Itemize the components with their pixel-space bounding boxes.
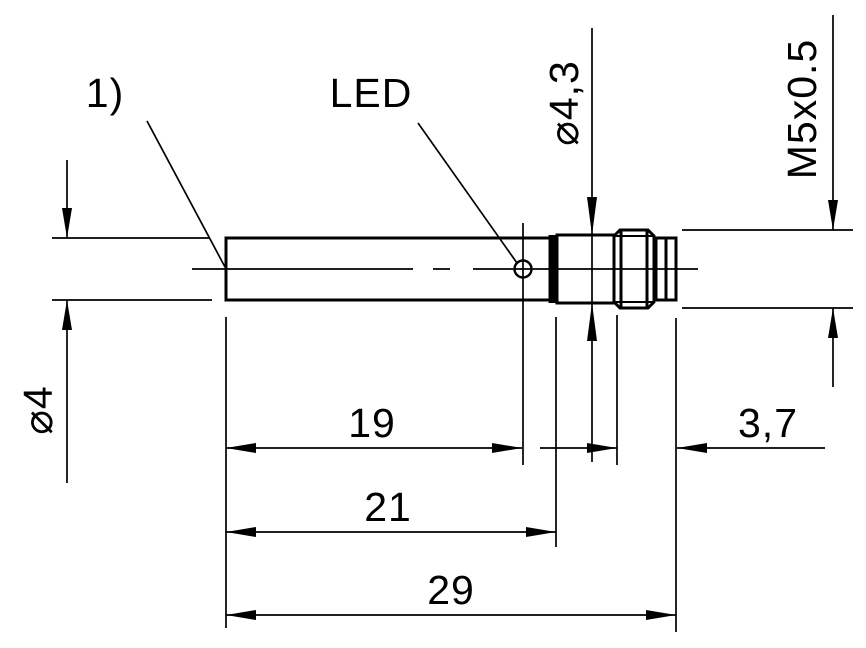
arrow-left-icon [677,443,707,453]
dim-total-length: 29 [225,317,677,632]
dim-body-diameter: ⌀4 [15,160,212,483]
led-leader-line [417,122,518,264]
dim-led-position: 19 [226,223,524,465]
arrow-down-icon [587,197,597,235]
dim-body-length-label: 21 [364,484,412,530]
sensor-outline [224,228,678,310]
dim-thread-length: 3,7 [540,315,825,465]
arrow-down-icon [828,200,838,230]
arrow-right-icon [526,527,556,537]
note-ref-label: 1) [86,70,124,116]
dim-body-diameter-label: ⌀4 [15,385,61,435]
dim-body-length: 21 [226,317,557,547]
arrow-right-icon [646,610,676,620]
arrow-up-icon [828,308,838,338]
dim-collar-diameter: ⌀4,3 [541,28,597,462]
note-leader-line [146,120,226,268]
arrow-up-icon [62,300,72,330]
arrow-right-icon [587,443,617,453]
arrow-right-icon [492,443,522,453]
arrow-left-icon [226,610,256,620]
arrow-up-icon [587,303,597,341]
led-indicator-circle [513,259,533,279]
dim-led-position-label: 19 [348,400,396,446]
arrow-left-icon [226,443,256,453]
dim-total-length-label: 29 [427,567,475,613]
dim-thread: M5x0.5 [682,15,853,387]
led-label: LED [330,70,413,116]
arrow-left-icon [226,527,256,537]
dim-thread-length-label: 3,7 [738,400,798,446]
dim-collar-diameter-label: ⌀4,3 [541,60,587,146]
arrow-down-icon [62,208,72,238]
dim-thread-label: M5x0.5 [779,39,825,179]
